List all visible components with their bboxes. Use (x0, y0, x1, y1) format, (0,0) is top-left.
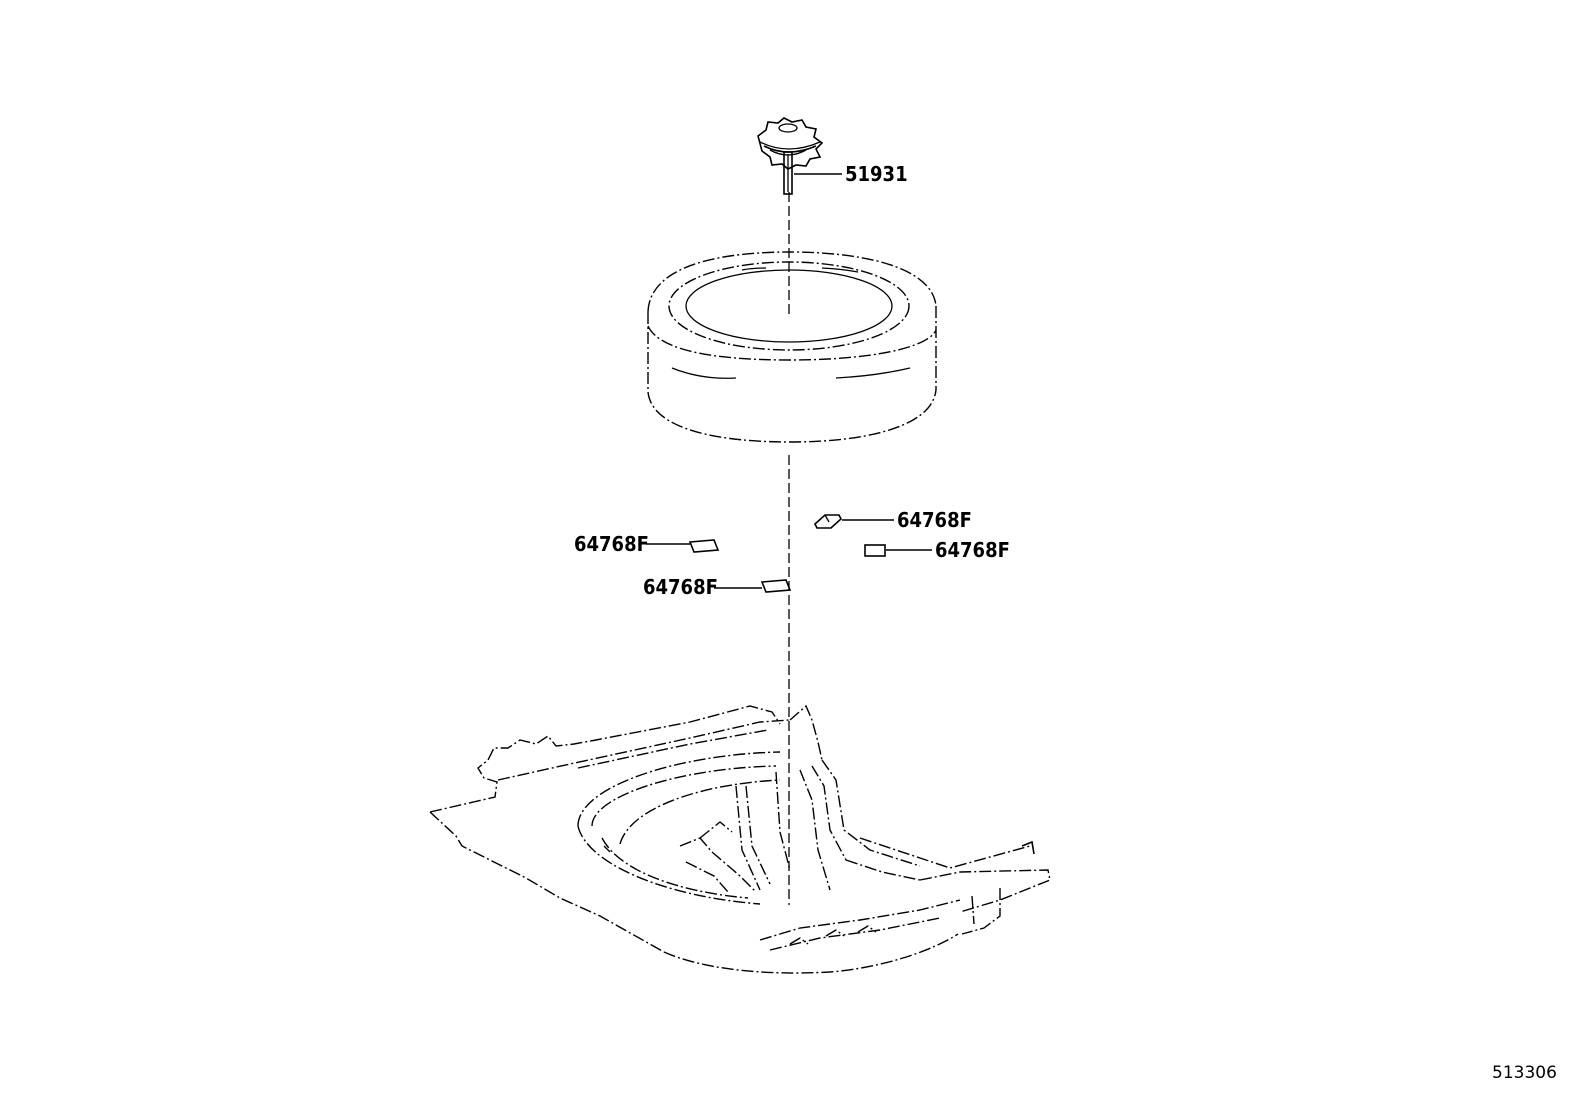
spare-tire-drawing (647, 251, 937, 443)
figure-number: 513306 (1492, 1063, 1557, 1083)
callout-pad-right-upper: 64768F (842, 508, 972, 532)
callout-pad-left-upper: 64768F (574, 532, 690, 556)
callout-pad-left-lower: 64768F (643, 575, 762, 599)
callout-51931: 51931 (794, 162, 908, 186)
label-hold-down-bolt: 51931 (845, 162, 908, 186)
floor-pan-drawing (429, 704, 1051, 974)
label-pad-left-lower: 64768F (643, 575, 718, 599)
pad-left-lower-drawing (760, 579, 792, 593)
pad-left-upper-drawing (688, 539, 720, 553)
label-pad-right-upper: 64768F (897, 508, 972, 532)
pad-right-lower-drawing (864, 544, 886, 557)
label-pad-right-lower: 64768F (935, 538, 1010, 562)
hold-down-bolt-drawing (757, 117, 824, 195)
callout-pad-right-lower: 64768F (886, 538, 1010, 562)
pad-right-upper-drawing (814, 514, 842, 529)
label-pad-left-upper: 64768F (574, 532, 649, 556)
